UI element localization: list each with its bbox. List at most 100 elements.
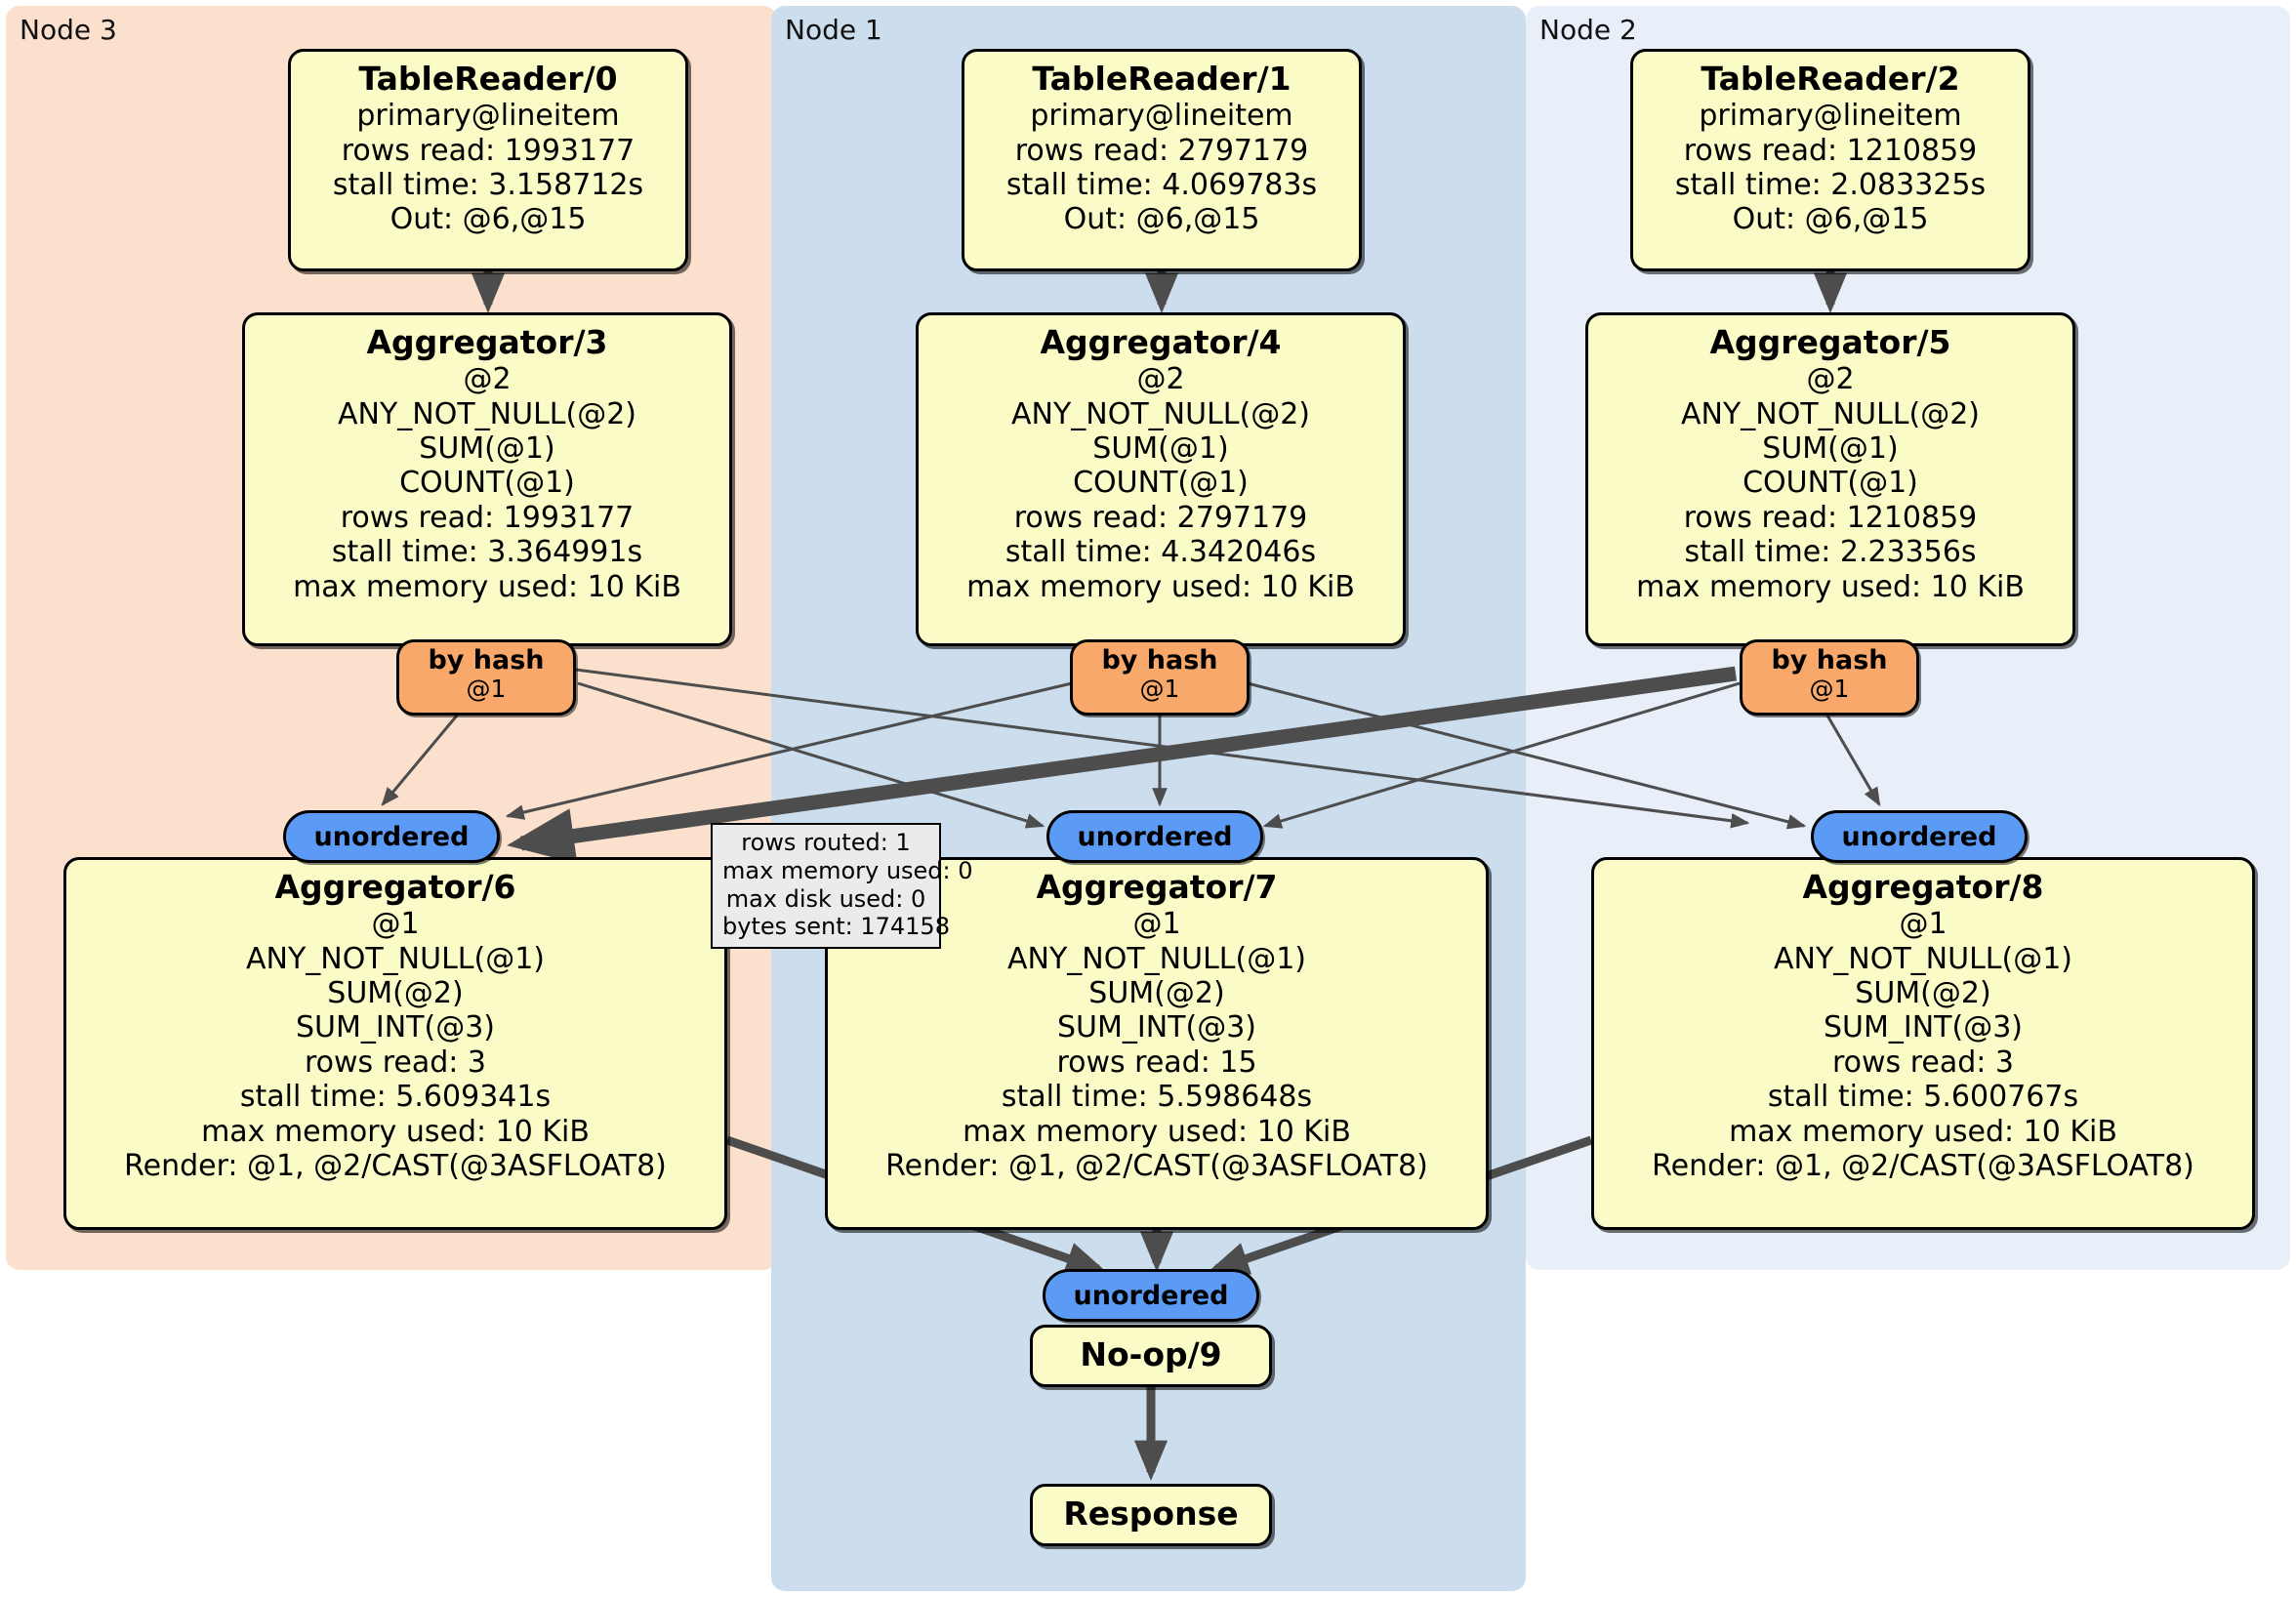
receiver-label: unordered <box>1841 821 1997 852</box>
receiver-recv8[interactable]: unordered <box>1811 810 2028 863</box>
processor-detail-line: @1 <box>371 907 420 942</box>
processor-title: TableReader/2 <box>1701 60 1960 98</box>
processor-detail-line: SUM(@1) <box>419 431 555 467</box>
processor-detail-line: stall time: 5.598648s <box>1001 1080 1313 1115</box>
processor-detail-line: Render: @1, @2/CAST(@3ASFLOAT8) <box>124 1148 667 1183</box>
processor-detail-line: SUM_INT(@3) <box>1057 1010 1256 1045</box>
processor-title: Aggregator/8 <box>1802 868 2044 906</box>
processor-detail-line: max memory used: 10 KiB <box>963 1114 1351 1149</box>
processor-detail-line: COUNT(@1) <box>1073 466 1249 501</box>
processor-detail-line: max memory used: 10 KiB <box>293 569 681 604</box>
processor-detail-line: SUM(@1) <box>1762 431 1899 467</box>
processor-title: No-op/9 <box>1080 1335 1222 1373</box>
processor-detail-line: primary@lineitem <box>356 99 620 134</box>
processor-detail-line: ANY_NOT_NULL(@1) <box>1007 941 1306 976</box>
receiver-label: unordered <box>1073 1280 1229 1311</box>
processor-detail-line: stall time: 5.609341s <box>239 1080 552 1115</box>
processor-detail-line: rows read: 2797179 <box>1014 133 1309 168</box>
processor-title: Aggregator/7 <box>1036 868 1278 906</box>
processor-detail-line: Out: @6,@15 <box>390 202 587 237</box>
processor-title: TableReader/0 <box>358 60 618 98</box>
receiver-label: unordered <box>1077 821 1233 852</box>
receiver-recv6[interactable]: unordered <box>283 810 500 863</box>
processor-detail-line: @2 <box>463 362 512 397</box>
processor-detail-line: SUM(@2) <box>1855 976 1991 1011</box>
processor-detail-line: max memory used: 10 KiB <box>201 1114 590 1149</box>
processor-detail-line: primary@lineitem <box>1699 99 1962 134</box>
router-router5[interactable]: by hash@1 <box>1740 639 1919 716</box>
router-router4[interactable]: by hash@1 <box>1070 639 1250 716</box>
router-type-label: by hash <box>428 645 545 676</box>
processor-detail-line: Render: @1, @2/CAST(@3ASFLOAT8) <box>1652 1148 2194 1183</box>
processor-detail-line: max memory used: 10 KiB <box>1636 569 2025 604</box>
processor-detail-line: COUNT(@1) <box>1742 466 1918 501</box>
processor-detail-line: ANY_NOT_NULL(@1) <box>246 941 545 976</box>
router-type-label: by hash <box>1771 645 1888 676</box>
router-column-label: @1 <box>1809 675 1850 704</box>
cluster-label-node1: Node 1 <box>785 14 882 46</box>
processor-detail-line: ANY_NOT_NULL(@2) <box>1681 396 1980 431</box>
processor-detail-line: Out: @6,@15 <box>1063 202 1260 237</box>
processor-detail-line: rows read: 2797179 <box>1013 500 1308 535</box>
processor-detail-line: SUM_INT(@3) <box>296 1010 495 1045</box>
cluster-label-node3: Node 3 <box>20 14 117 46</box>
processor-detail-line: stall time: 2.083325s <box>1674 168 1987 203</box>
processor-detail-line: rows read: 3 <box>1831 1044 2015 1080</box>
tooltip-stat-line: max memory used: 0 <box>722 856 973 884</box>
router-router3[interactable]: by hash@1 <box>396 639 576 716</box>
processor-detail-line: ANY_NOT_NULL(@2) <box>338 396 636 431</box>
processor-detail-line: @1 <box>1899 907 1948 942</box>
router-type-label: by hash <box>1101 645 1218 676</box>
receiver-recv7[interactable]: unordered <box>1046 810 1263 863</box>
processor-title: Response <box>1063 1495 1239 1533</box>
processor-detail-line: stall time: 3.364991s <box>331 535 643 570</box>
processor-detail-line: stall time: 5.600767s <box>1767 1080 2079 1115</box>
processor-title: TableReader/1 <box>1032 60 1292 98</box>
processor-detail-line: rows read: 1993177 <box>340 500 635 535</box>
processor-detail-line: @2 <box>1136 362 1185 397</box>
router-column-label: @1 <box>466 675 507 704</box>
processor-detail-line: SUM(@2) <box>1088 976 1225 1011</box>
processor-detail-line: Out: @6,@15 <box>1732 202 1929 237</box>
processor-detail-line: ANY_NOT_NULL(@2) <box>1011 396 1310 431</box>
processor-detail-line: SUM(@1) <box>1092 431 1229 467</box>
processor-response[interactable]: Response <box>1030 1484 1272 1547</box>
processor-detail-line: stall time: 3.158712s <box>332 168 644 203</box>
processor-detail-line: Render: @1, @2/CAST(@3ASFLOAT8) <box>885 1148 1428 1183</box>
processor-detail-line: ANY_NOT_NULL(@1) <box>1774 941 2072 976</box>
processor-title: Aggregator/3 <box>366 323 608 361</box>
processor-detail-line: rows read: 1993177 <box>341 133 636 168</box>
processor-detail-line: rows read: 1210859 <box>1683 133 1978 168</box>
processor-detail-line: stall time: 2.23356s <box>1684 535 1977 570</box>
processor-detail-line: rows read: 1210859 <box>1683 500 1978 535</box>
tooltip-stat-line: rows routed: 1 <box>741 829 911 856</box>
tooltip-stat-line: bytes sent: 174158 <box>722 913 950 941</box>
processor-title: Aggregator/6 <box>274 868 516 906</box>
processor-detail-line: max memory used: 10 KiB <box>966 569 1355 604</box>
tooltip-stat-line: max disk used: 0 <box>725 884 926 913</box>
processor-detail-line: rows read: 15 <box>1056 1044 1257 1080</box>
router-column-label: @1 <box>1139 675 1180 704</box>
processor-detail-line: max memory used: 10 KiB <box>1729 1114 2117 1149</box>
processor-detail-line: primary@lineitem <box>1030 99 1293 134</box>
processor-detail-line: SUM_INT(@3) <box>1824 1010 2023 1045</box>
receiver-label: unordered <box>313 821 470 852</box>
processor-detail-line: SUM(@2) <box>327 976 464 1011</box>
processor-noop9[interactable]: No-op/9 <box>1030 1325 1272 1388</box>
receiver-recv9[interactable]: unordered <box>1043 1269 1259 1322</box>
processor-detail-line: @1 <box>1132 907 1181 942</box>
processor-detail-line: stall time: 4.342046s <box>1004 535 1317 570</box>
processor-detail-line: rows read: 3 <box>304 1044 487 1080</box>
processor-title: Aggregator/5 <box>1709 323 1951 361</box>
cluster-label-node2: Node 2 <box>1539 14 1637 46</box>
